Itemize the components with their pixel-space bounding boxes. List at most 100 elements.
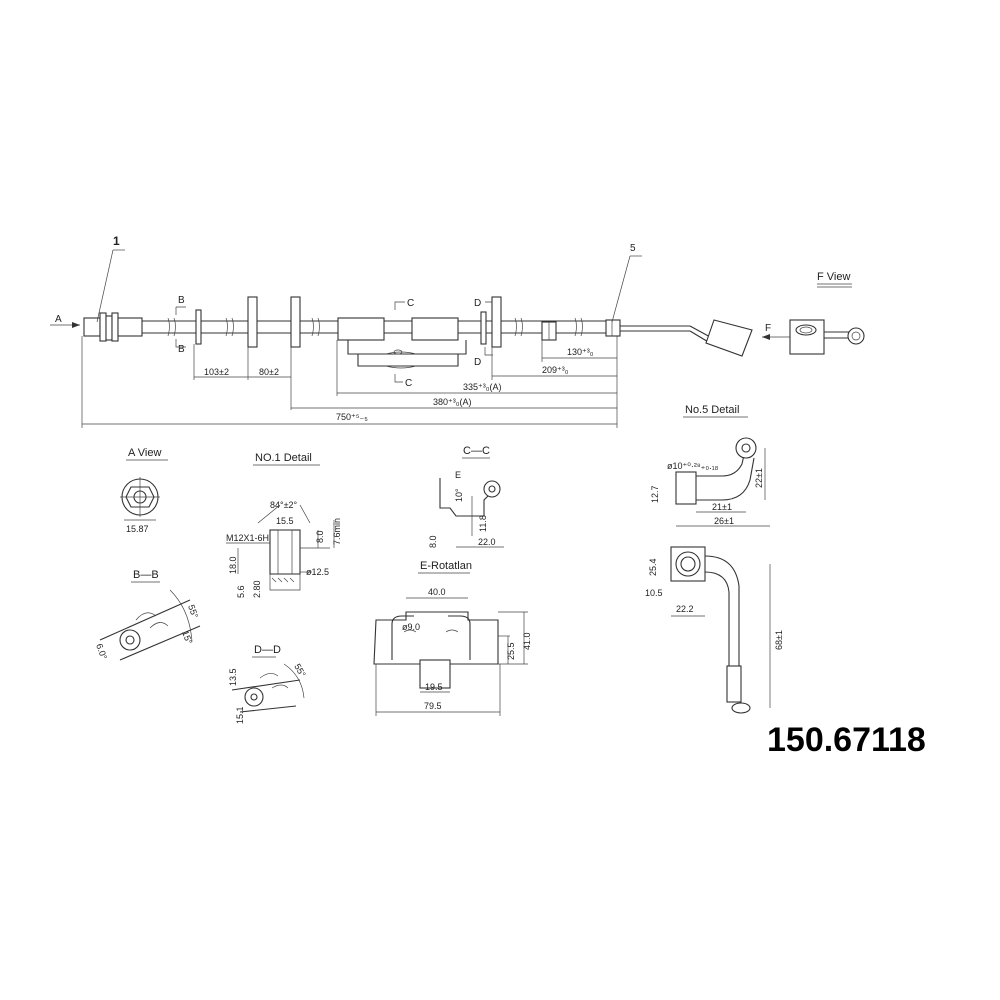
erot-tab [419,659,451,689]
cc-angle: 10° [454,488,464,502]
erot-d90: ø9.0 [402,622,420,632]
a-view: A View 15.87 [120,447,168,534]
cc-hose-circle [483,480,501,498]
no5-dia: ø10⁺⁰·²⁸₊₀.₁₈ [667,461,719,471]
no5-lower-tube [704,555,740,666]
no1-detail: NO.1 Detail 84°±2° 15.5 M12X1-6H 8.0 7.6… [226,452,342,598]
dd-d151: 15.1 [235,706,245,724]
no5-d222: 22.2 [676,604,694,614]
no1-body [269,529,301,575]
main-dimensions: 103±2 80±2 130⁺³₀ 209⁺³₀ 335⁺³₀(A) 380⁺³… [81,336,618,428]
no1-angle: 84°±2° [270,500,298,510]
callout-1-label: 1 [113,234,120,248]
cc-hose-inner [488,485,496,493]
cc-e: E [455,470,461,480]
dd-a55: 55° [292,662,308,679]
bb-tabs [135,612,169,629]
erot-d410: 41.0 [522,632,532,650]
f-view: F View [789,271,865,355]
cc-d118: 11.8 [478,515,488,532]
section-c-top-arrow [394,301,405,310]
erot-d255: 25.5 [506,642,516,660]
f-view-title: F View [817,271,850,283]
cc-d220: 22.0 [478,537,496,547]
section-b-top-arrow [175,306,186,315]
no1-d56: 5.6 [236,585,246,598]
left-fitting-flange [99,312,107,342]
bb-section: B—B 55° 15° 6.0° [94,569,200,661]
no1-d125: ø12.5 [306,567,329,577]
f-view-end-inner [851,331,861,341]
c-bracket-hole [393,349,403,355]
no5-lower-crimp [726,665,742,703]
no5-d26: 26±1 [714,516,734,526]
section-d-bottom: D [474,357,481,368]
erot-d400: 40.0 [428,587,446,597]
no5-lower-end [731,702,751,714]
no5-lower-bore-outer [675,551,701,577]
dim-750: 750⁺⁵₋₅ [336,412,368,422]
no1-d80: 8.0 [315,530,325,543]
no1-title: NO.1 Detail [255,452,312,464]
erot-d195: 19.5 [425,682,443,692]
bracket-3 [491,296,502,348]
bracket-2 [290,296,301,348]
hose-break-marks [167,317,583,337]
section-b-top: B [178,295,185,306]
no1-d180: 18.0 [228,556,238,574]
dd-clip-lines [231,679,301,713]
dd-tabs [259,673,289,689]
clip-d [480,311,487,345]
left-fitting-nut [105,315,113,341]
section-c-top: C [407,298,414,309]
dd-d135: 13.5 [228,668,238,686]
no5-upper-tube [680,445,755,501]
erot-title: E-Rotatlan [420,560,472,572]
left-fitting-nut2 [111,312,119,342]
no1-base-hatch [269,573,301,591]
e-rotation-view: E-Rotatlan 40.0 ø9.0 25.5 41.0 19.5 79.5 [373,560,532,716]
dim-380: 380⁺³₀(A) [433,397,472,407]
bb-a55: 55° [186,603,200,620]
no5-title: No.5 Detail [685,404,739,416]
erot-slots [391,615,471,660]
callout-1-leader [96,249,114,323]
dd-arc [283,663,305,699]
bb-title: B—B [133,569,159,581]
section-c-bottom: C [405,378,412,389]
no5-upper-nut [675,471,697,505]
erot-plate [373,611,499,665]
bb-circle-inner [125,635,135,645]
dd-section: D—D 55° 13.5 15.1 [228,644,308,724]
bracket-1 [247,296,258,348]
no1-thread: M12X1-6H [226,533,269,543]
no1-d280: 2.80 [252,580,262,598]
bb-a15: 15° [180,629,194,646]
c-block-left [337,317,385,341]
no5-lower-bore-inner [680,556,696,572]
a-view-letter: A [55,314,62,325]
c-bracket-slot [385,351,417,369]
dd-circle-inner [250,693,258,701]
dim-209: 209⁺³₀ [542,365,569,375]
a-view-dim: 15.87 [126,524,149,534]
no1-d155: 15.5 [276,516,294,526]
cc-section: C—C E 10° 11.8 8.0 22.0 [428,445,504,548]
f-view-letter: F [765,323,771,334]
right-crimp [605,319,621,337]
no1-angle-lines [257,504,311,524]
section-b-bottom-arrow [175,339,186,348]
dd-title: D—D [254,644,281,656]
bb-arc [169,589,193,643]
bb-circle [119,629,141,651]
no5-upper-end [735,437,757,459]
section-d-bottom-arrow [484,347,493,356]
f-end-fitting [705,319,753,357]
erot-tabs [403,629,459,633]
part-number: 150.67118 [767,721,926,759]
no5-d22: 22±1 [754,468,764,488]
c-block-right [411,317,459,341]
dim-103: 103±2 [204,367,229,377]
dim-80: 80±2 [259,367,279,377]
